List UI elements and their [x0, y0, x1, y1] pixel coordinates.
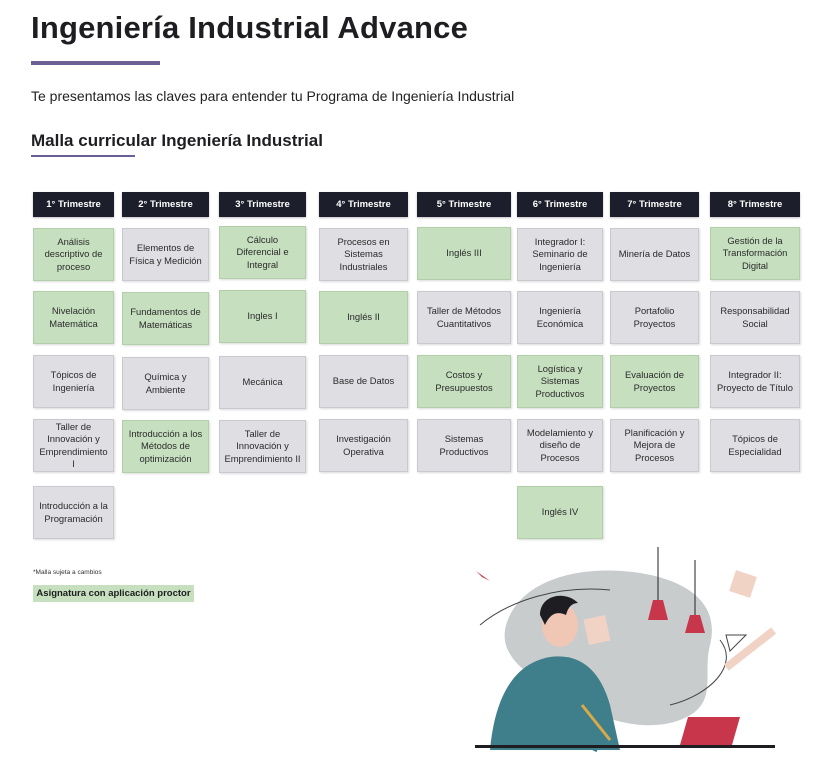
course-card: Tópicos de Ingeniería [33, 355, 114, 408]
course-card: Elementos de Física y Medición [122, 228, 209, 281]
course-card: Gestión de la Transformación Digital [710, 227, 800, 280]
course-card: Cálculo Diferencial e Integral [219, 226, 306, 279]
course-card: Fundamentos de Matemáticas [122, 292, 209, 345]
course-card: Portafolio Proyectos [610, 291, 699, 344]
ruler-icon [723, 627, 777, 671]
triangle-icon [725, 634, 748, 652]
student-illustration [475, 547, 777, 753]
course-card: Análisis descriptivo de proceso [33, 228, 114, 281]
course-card: Taller de Métodos Cuantitativos [417, 291, 511, 344]
paper-icon [583, 614, 611, 646]
figure-hair [540, 595, 578, 625]
section-title: Malla curricular Ingeniería Industrial [31, 131, 323, 150]
trimester-header: 8° Trimestre [710, 192, 800, 217]
course-card: Química y Ambiente [122, 357, 209, 410]
course-card: Mecánica [219, 356, 306, 409]
course-card: Logística y Sistemas Productivos [517, 355, 603, 408]
figure-body [490, 656, 620, 750]
paper-icon [729, 570, 757, 598]
legend-proctor: Asignatura con aplicación proctor [33, 585, 194, 602]
plane-icon [476, 571, 490, 581]
trimester-header: 4° Trimestre [319, 192, 408, 217]
course-card: Base de Datos [319, 355, 408, 408]
course-card: Ingeniería Económica [517, 291, 603, 344]
course-card: Sistemas Productivos [417, 419, 511, 472]
course-card: Tópicos de Especialidad [710, 419, 800, 472]
course-card: Minería de Datos [610, 228, 699, 281]
lamp-1 [648, 600, 668, 620]
intro-text: Te presentamos las claves para entender … [31, 88, 515, 104]
course-card: Taller de Innovación y Emprendimiento II [219, 420, 306, 473]
course-card: Taller de Innovación y Emprendimiento I [33, 419, 114, 472]
course-card: Introducción a los Métodos de optimizaci… [122, 420, 209, 473]
course-card: Inglés II [319, 291, 408, 344]
trimester-header: 3° Trimestre [219, 192, 306, 217]
course-card: Introducción a la Programación [33, 486, 114, 539]
trimester-header: 1° Trimestre [33, 192, 114, 217]
course-card: Nivelación Matemática [33, 291, 114, 344]
course-card: Responsabilidad Social [710, 291, 800, 344]
lamp-2 [685, 615, 705, 633]
section-underline [31, 155, 135, 157]
trimester-header: 2° Trimestre [122, 192, 209, 217]
figure-arm [526, 702, 604, 753]
pencil-icon [580, 704, 612, 741]
page-title: Ingeniería Industrial Advance [31, 10, 469, 45]
laptop-icon [680, 717, 740, 745]
disclaimer-note: *Malla sujeta a cambios [33, 569, 102, 576]
desk-line [475, 745, 775, 748]
course-card: Investigación Operativa [319, 419, 408, 472]
course-card: Inglés III [417, 227, 511, 280]
course-card: Inglés IV [517, 486, 603, 539]
title-underline [31, 61, 160, 65]
course-card: Procesos en Sistemas Industriales [319, 228, 408, 281]
course-card: Planificación y Mejora de Procesos [610, 419, 699, 472]
trimester-header: 6° Trimestre [517, 192, 603, 217]
course-card: Evaluación de Proyectos [610, 355, 699, 408]
course-card: Costos y Presupuestos [417, 355, 511, 408]
course-card: Integrador I: Seminario de Ingeniería [517, 228, 603, 281]
background-swirl [479, 588, 727, 706]
trimester-header: 7° Trimestre [610, 192, 699, 217]
course-card: Integrador II: Proyecto de Título [710, 355, 800, 408]
trimester-header: 5° Trimestre [417, 192, 511, 217]
course-card: Ingles I [219, 290, 306, 343]
course-card: Modelamiento y diseño de Procesos [517, 419, 603, 472]
